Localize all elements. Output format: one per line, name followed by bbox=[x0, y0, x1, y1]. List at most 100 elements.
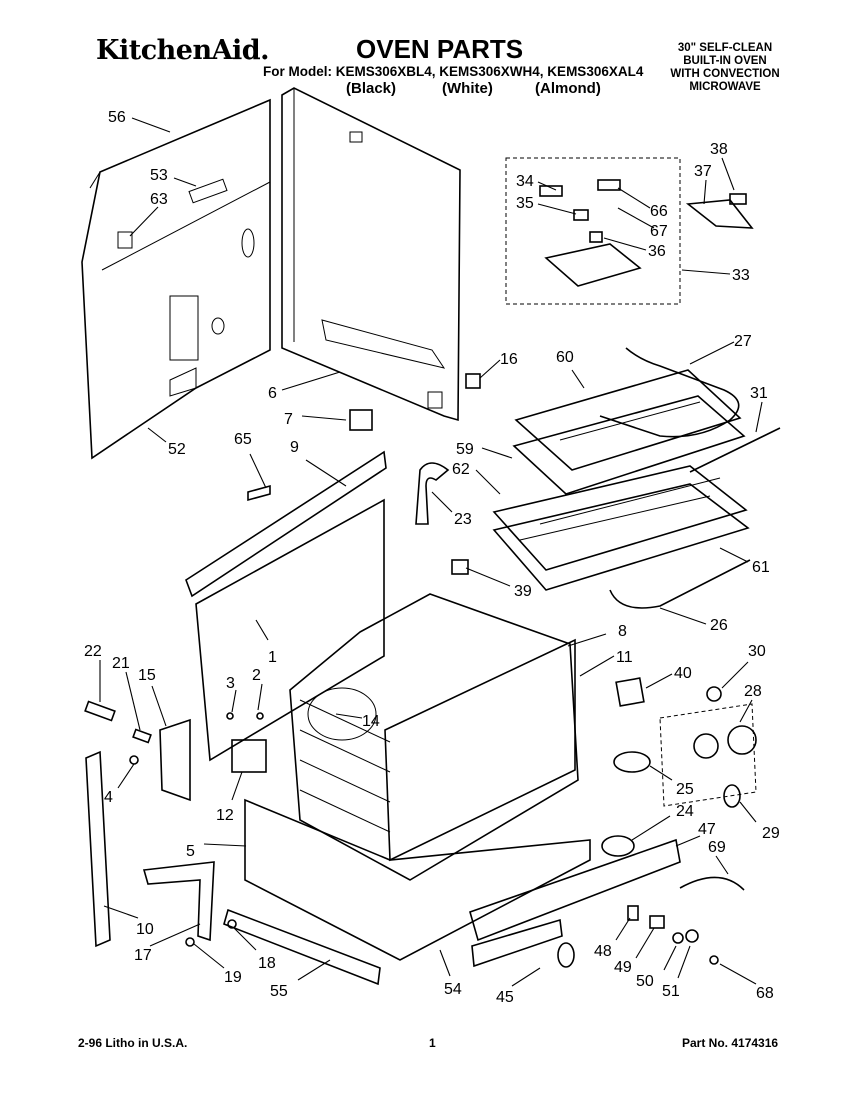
vent-grille bbox=[469, 838, 681, 942]
callout: 30 bbox=[748, 643, 766, 660]
callout: 24 bbox=[676, 803, 694, 820]
callout: 28 bbox=[744, 683, 762, 700]
callout: 22 bbox=[84, 643, 102, 660]
nut bbox=[685, 929, 699, 943]
pin bbox=[256, 712, 264, 720]
gasket-plate bbox=[615, 677, 645, 707]
callout: 69 bbox=[708, 839, 726, 856]
callout: 17 bbox=[134, 947, 152, 964]
broil-element bbox=[599, 347, 740, 438]
grille-clip bbox=[557, 942, 575, 968]
meat-probe bbox=[689, 427, 781, 473]
callout: 45 bbox=[496, 989, 514, 1006]
oven-liner bbox=[195, 498, 579, 881]
callout: 66 bbox=[650, 203, 668, 220]
callout: 21 bbox=[112, 655, 130, 672]
front-strip bbox=[223, 908, 381, 986]
pin bbox=[226, 712, 234, 720]
side-trim bbox=[85, 750, 111, 948]
kitchenaid-logo: KitchenAid. bbox=[96, 35, 270, 66]
callout: 3 bbox=[226, 675, 235, 692]
sensor bbox=[729, 193, 747, 205]
latch bbox=[231, 739, 267, 773]
callout: 26 bbox=[710, 617, 728, 634]
callout: 49 bbox=[614, 959, 632, 976]
callout: 54 bbox=[444, 981, 462, 998]
description-line: BUILT-IN OVEN bbox=[683, 55, 767, 67]
callout: 18 bbox=[258, 955, 276, 972]
callout: 6 bbox=[268, 385, 277, 402]
vent-hose bbox=[415, 462, 450, 525]
connector bbox=[649, 915, 665, 929]
callout: 11 bbox=[616, 649, 633, 666]
callout: 51 bbox=[662, 983, 680, 1000]
callout: 23 bbox=[454, 511, 472, 528]
callout: 15 bbox=[138, 667, 156, 684]
hinge bbox=[159, 718, 191, 802]
model-line: For Model: KEMS306XBL4, KEMS306XWH4, KEM… bbox=[263, 64, 644, 79]
callout: 14 bbox=[362, 713, 380, 730]
variant-almond: (Almond) bbox=[535, 80, 601, 97]
callout: 67 bbox=[650, 223, 668, 240]
callout: 12 bbox=[216, 807, 234, 824]
callout: 2 bbox=[252, 667, 261, 684]
callout: 59 bbox=[456, 441, 474, 458]
washer bbox=[672, 932, 684, 944]
description-line: MICROWAVE bbox=[689, 81, 761, 93]
callout: 65 bbox=[234, 431, 252, 448]
callout: 27 bbox=[734, 333, 752, 350]
page-number: 1 bbox=[429, 1036, 436, 1050]
product-description: 30" SELF-CLEAN BUILT-IN OVEN WITH CONVEC… bbox=[650, 42, 800, 94]
callout: 48 bbox=[594, 943, 612, 960]
callout: 16 bbox=[500, 351, 518, 368]
variant-white: (White) bbox=[442, 80, 493, 97]
rear-wrapper-panel bbox=[81, 98, 271, 460]
callout: 47 bbox=[698, 821, 716, 838]
callout: 62 bbox=[452, 461, 470, 478]
callout: 61 bbox=[752, 559, 770, 576]
callout: 38 bbox=[710, 141, 728, 158]
clip bbox=[465, 373, 481, 389]
callout: 19 bbox=[224, 969, 242, 986]
callout: 52 bbox=[168, 441, 186, 458]
bracket bbox=[627, 905, 639, 921]
callout: 56 bbox=[108, 109, 126, 126]
spring bbox=[84, 700, 116, 722]
page-title: OVEN PARTS bbox=[356, 34, 524, 64]
callout: 40 bbox=[674, 665, 692, 682]
connector bbox=[451, 559, 469, 575]
callout: 55 bbox=[270, 983, 288, 1000]
callout: 8 bbox=[618, 623, 627, 640]
callout: 50 bbox=[636, 973, 654, 990]
variant-black: (Black) bbox=[346, 80, 397, 97]
bracket bbox=[247, 484, 271, 502]
wire-harness bbox=[679, 876, 745, 891]
callout: 68 bbox=[756, 985, 774, 1002]
callout: 4 bbox=[104, 789, 113, 806]
description-line: 30" SELF-CLEAN bbox=[677, 42, 773, 54]
sensor-bracket bbox=[685, 199, 754, 229]
litho-note: 2-96 Litho in U.S.A. bbox=[78, 1036, 188, 1050]
callout: 7 bbox=[284, 411, 293, 428]
washer bbox=[709, 955, 719, 965]
switch bbox=[539, 185, 563, 197]
fan-motor bbox=[601, 835, 635, 857]
screw bbox=[185, 937, 195, 947]
control-board bbox=[544, 243, 642, 287]
switch bbox=[573, 209, 589, 221]
part-number: Part No. 4174316 bbox=[682, 1036, 779, 1050]
lamp-bulb bbox=[723, 784, 741, 808]
top-rail bbox=[185, 450, 387, 598]
callout: 10 bbox=[136, 921, 154, 938]
callout-numbers: 56 53 63 52 6 7 16 65 9 23 39 1 22 21 15… bbox=[84, 109, 780, 1006]
callout: 53 bbox=[150, 167, 168, 184]
oven-base bbox=[244, 798, 591, 961]
callout: 36 bbox=[648, 243, 666, 260]
lower-hinge bbox=[142, 861, 215, 942]
screw bbox=[227, 919, 237, 929]
callout: 9 bbox=[290, 439, 299, 456]
switch bbox=[597, 179, 621, 191]
callout: 60 bbox=[556, 349, 574, 366]
broil-pan-and-racks bbox=[492, 369, 751, 609]
screw bbox=[129, 755, 139, 765]
